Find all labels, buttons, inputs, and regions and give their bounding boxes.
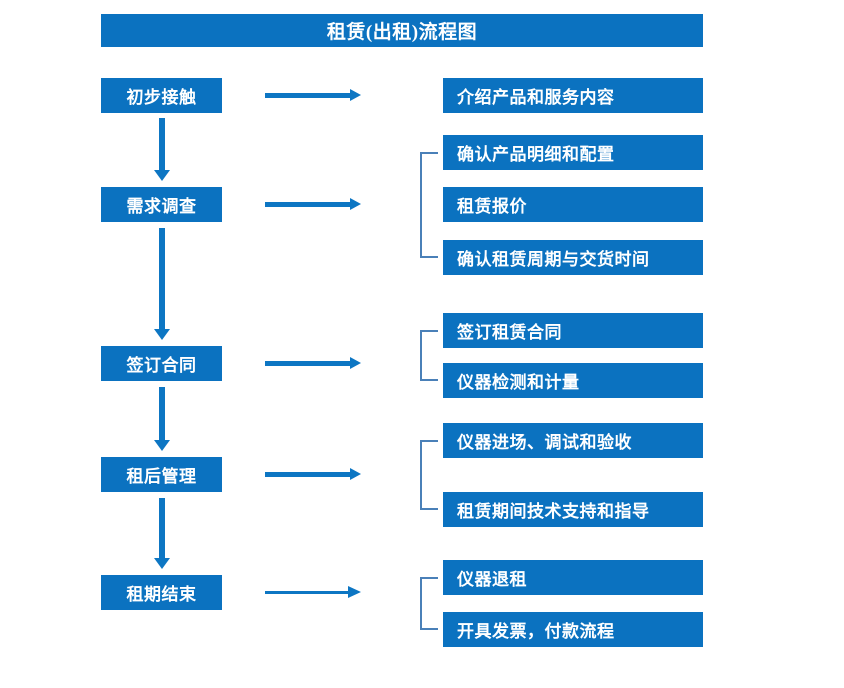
detail-box-sign-rental-contract[interactable]: 签订租赁合同: [443, 313, 703, 348]
group-bracket-needs-survey: [420, 152, 438, 258]
detail-box-instrument-return[interactable]: 仪器退租: [443, 560, 703, 595]
arrow-down-management-to-end: [152, 498, 172, 569]
stage-box-needs-survey[interactable]: 需求调查: [101, 187, 222, 222]
arrow-right-sign-contract: [265, 355, 361, 371]
arrow-right-needs-survey: [265, 196, 361, 212]
group-bracket-sign-contract: [420, 330, 438, 381]
stage-box-sign-contract[interactable]: 签订合同: [101, 346, 222, 381]
arrow-right-post-rental: [265, 466, 361, 482]
arrow-down-survey-to-contract: [152, 228, 172, 340]
group-bracket-post-rental: [420, 440, 438, 510]
arrow-right-rental-end: [265, 584, 361, 600]
stage-box-post-rental-mgmt[interactable]: 租后管理: [101, 457, 222, 492]
arrow-down-contact-to-survey: [152, 118, 172, 181]
detail-box-introduce-products[interactable]: 介绍产品和服务内容: [443, 78, 703, 113]
stage-box-initial-contact[interactable]: 初步接触: [101, 78, 222, 113]
detail-box-invoice-payment[interactable]: 开具发票，付款流程: [443, 612, 703, 647]
detail-box-technical-support[interactable]: 租赁期间技术支持和指导: [443, 492, 703, 527]
detail-box-confirm-period[interactable]: 确认租赁周期与交货时间: [443, 240, 703, 275]
detail-box-rental-quote[interactable]: 租赁报价: [443, 187, 703, 222]
arrow-right-initial-contact: [265, 87, 361, 103]
detail-box-confirm-specs[interactable]: 确认产品明细和配置: [443, 135, 703, 170]
stage-box-rental-end[interactable]: 租期结束: [101, 575, 222, 610]
flowchart-title: 租赁(出租)流程图: [101, 14, 703, 47]
group-bracket-rental-end: [420, 577, 438, 630]
detail-box-instrument-testing[interactable]: 仪器检测和计量: [443, 363, 703, 398]
arrow-down-contract-to-management: [152, 387, 172, 451]
detail-box-instrument-delivery[interactable]: 仪器进场、调试和验收: [443, 423, 703, 458]
